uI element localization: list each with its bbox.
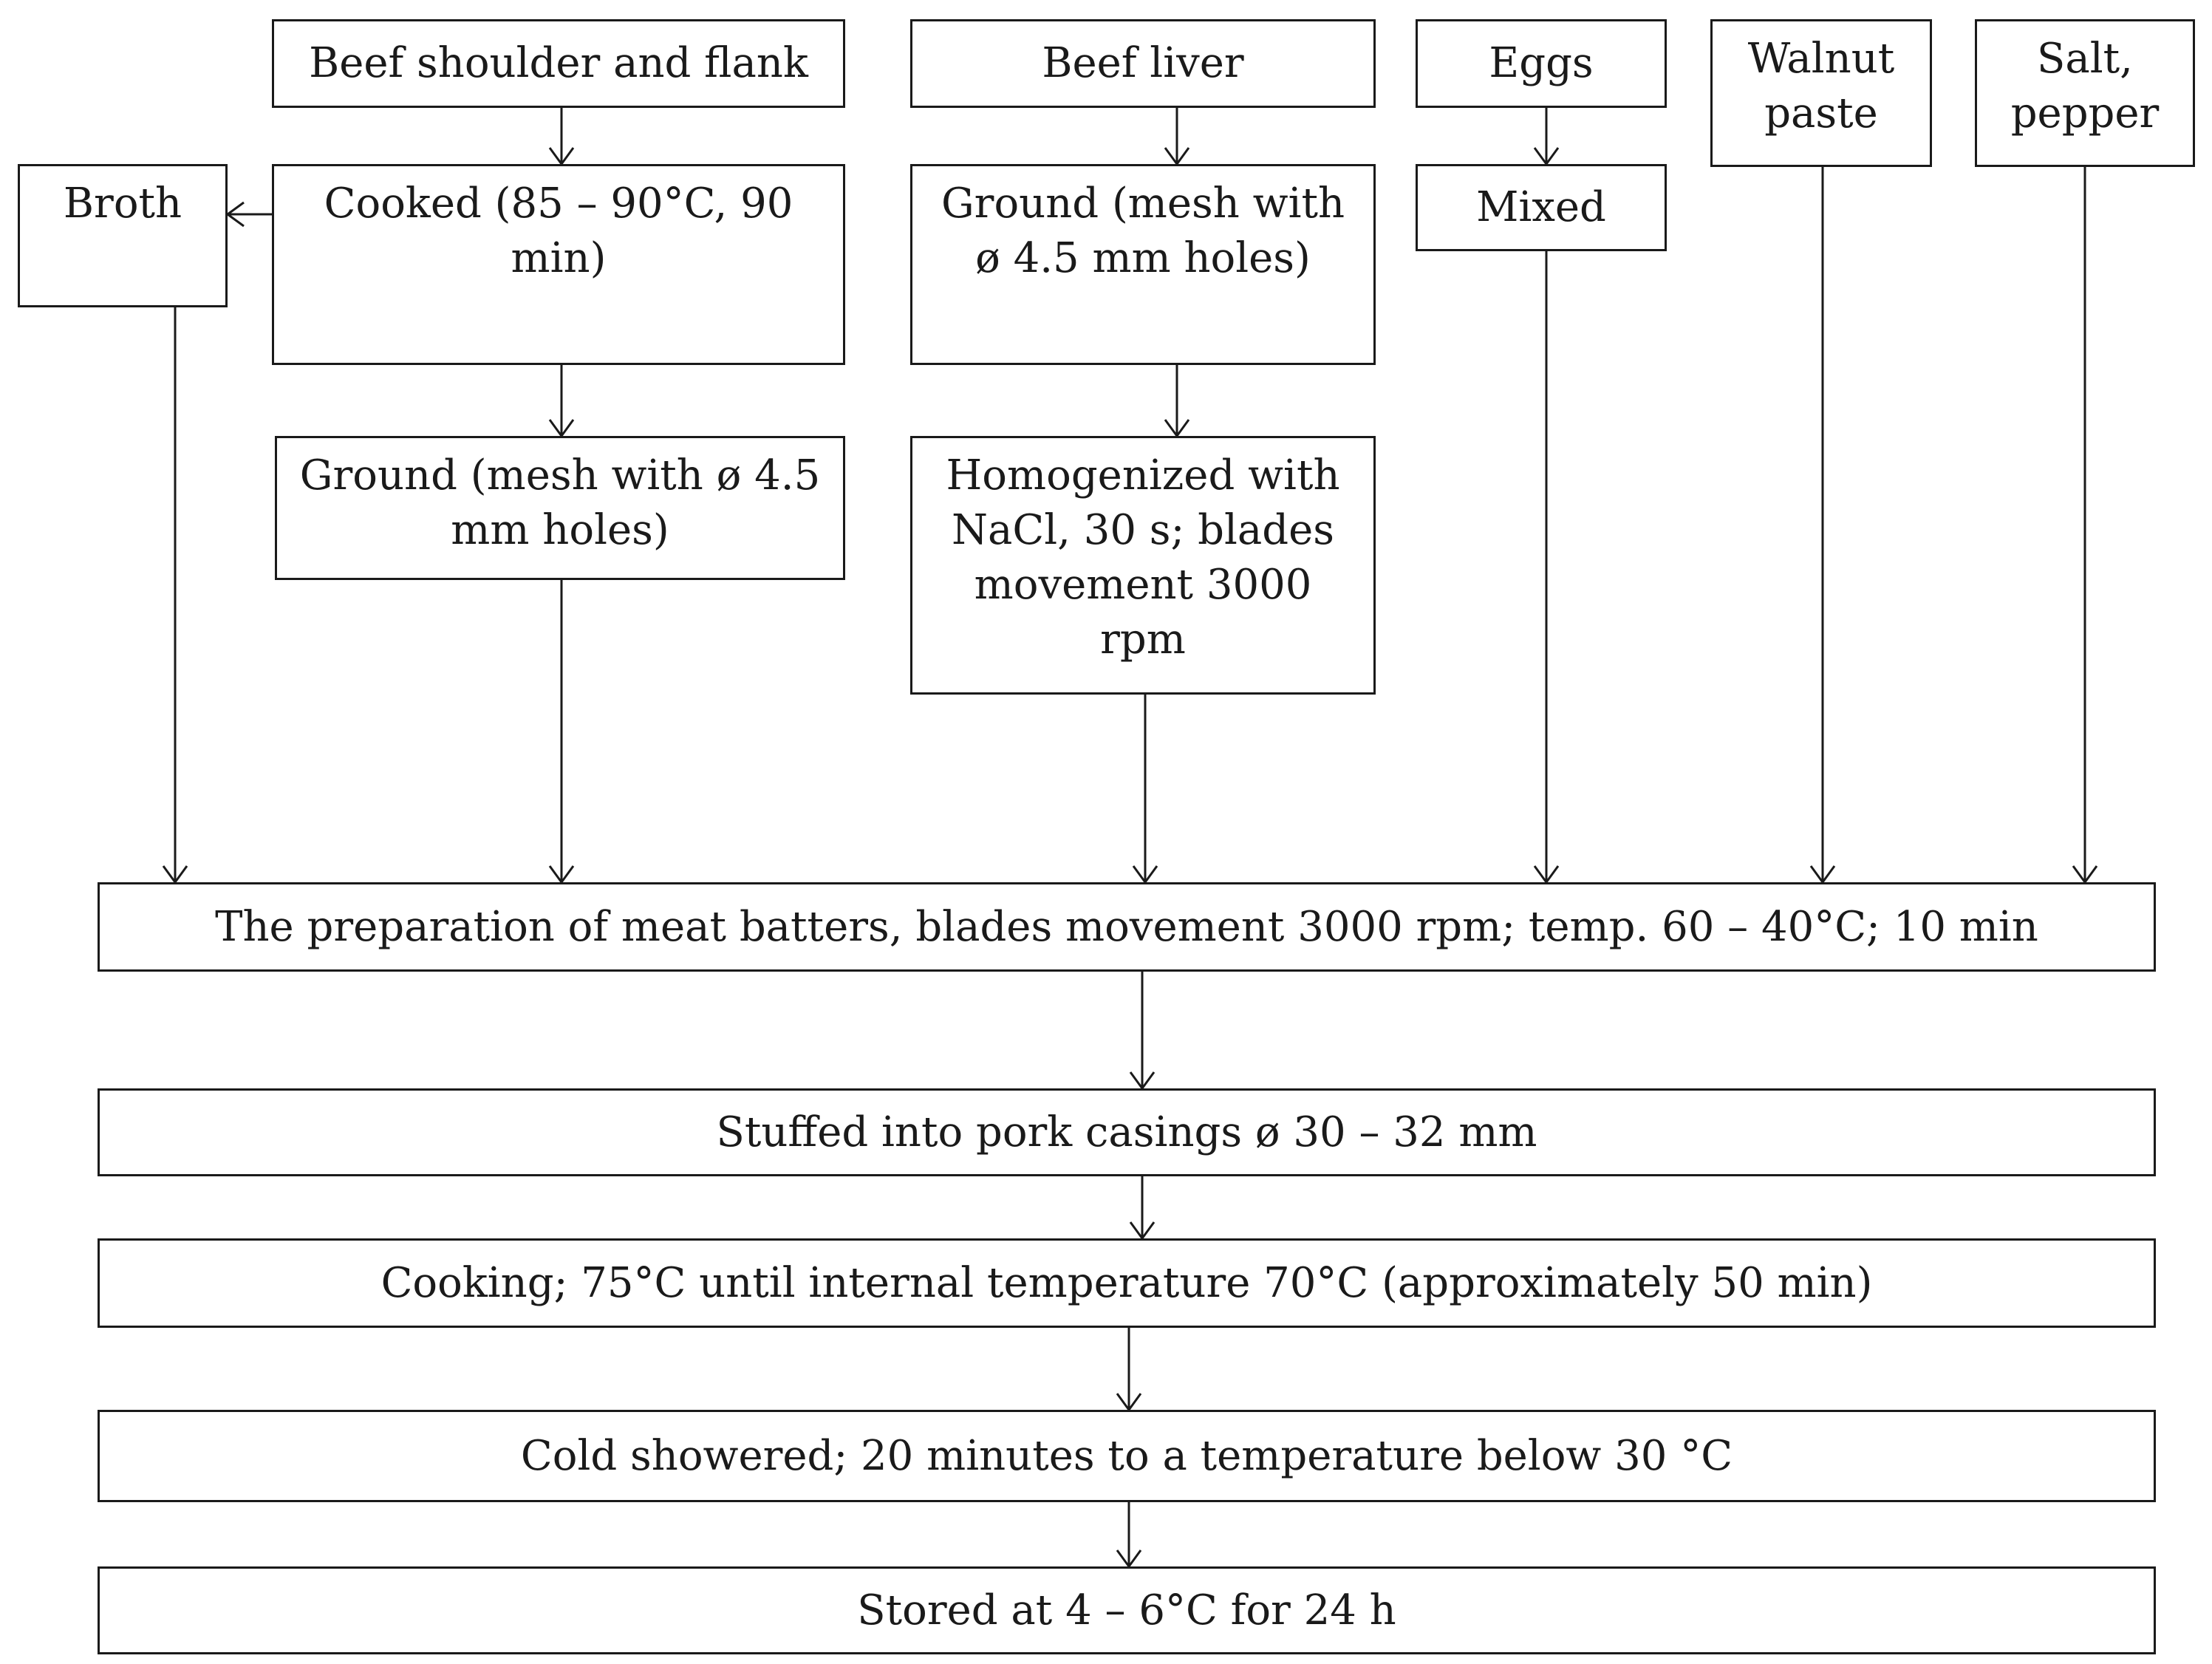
step-batter-preparation-label: The preparation of meat batters, blades … [215,902,2038,951]
step-stuffed: Stuffed into pork casings ø 30 – 32 mm [98,1088,2156,1176]
step-cold-showered: Cold showered; 20 minutes to a temperatu… [98,1410,2156,1502]
input-beef-liver: Beef liver [910,19,1376,108]
step-stored: Stored at 4 – 6°C for 24 h [98,1566,2156,1654]
step-homogenized: Homogenized with NaCl, 30 s; blades move… [910,436,1376,695]
step-cooked: Cooked (85 – 90°C, 90 min) [272,164,845,365]
step-broth-label: Broth [63,180,182,228]
input-eggs-label: Eggs [1489,39,1594,88]
arrowhead [225,201,245,228]
step-stored-label: Stored at 4 – 6°C for 24 h [857,1586,1396,1634]
step-ground-liver-label: Ground (mesh with ø 4.5 mm holes) [941,180,1345,282]
input-walnut-paste: Walnut paste [1710,19,1932,167]
step-cooking-label: Cooking; 75°C until internal temperature… [380,1258,1873,1307]
input-walnut-paste-label: Walnut paste [1747,35,1895,137]
step-broth: Broth [18,164,228,307]
step-ground-beef-label: Ground (mesh with ø 4.5 mm holes) [299,451,821,554]
input-eggs: Eggs [1416,19,1667,108]
input-beef-shoulder-label: Beef shoulder and flank [309,39,808,88]
step-cold-showered-label: Cold showered; 20 minutes to a temperatu… [520,1431,1733,1480]
step-batter-preparation: The preparation of meat batters, blades … [98,882,2156,972]
step-cooking: Cooking; 75°C until internal temperature… [98,1238,2156,1328]
input-beef-shoulder: Beef shoulder and flank [272,19,845,108]
input-salt-pepper: Salt, pepper [1975,19,2195,167]
input-salt-pepper-label: Salt, pepper [2010,35,2160,137]
step-mixed-label: Mixed [1476,183,1606,232]
step-stuffed-label: Stuffed into pork casings ø 30 – 32 mm [716,1108,1537,1156]
step-ground-liver: Ground (mesh with ø 4.5 mm holes) [910,164,1376,365]
step-cooked-label: Cooked (85 – 90°C, 90 min) [324,180,793,282]
step-mixed: Mixed [1416,164,1667,251]
step-homogenized-label: Homogenized with NaCl, 30 s; blades move… [946,451,1340,664]
step-ground-beef: Ground (mesh with ø 4.5 mm holes) [275,436,845,580]
input-beef-liver-label: Beef liver [1042,39,1244,88]
